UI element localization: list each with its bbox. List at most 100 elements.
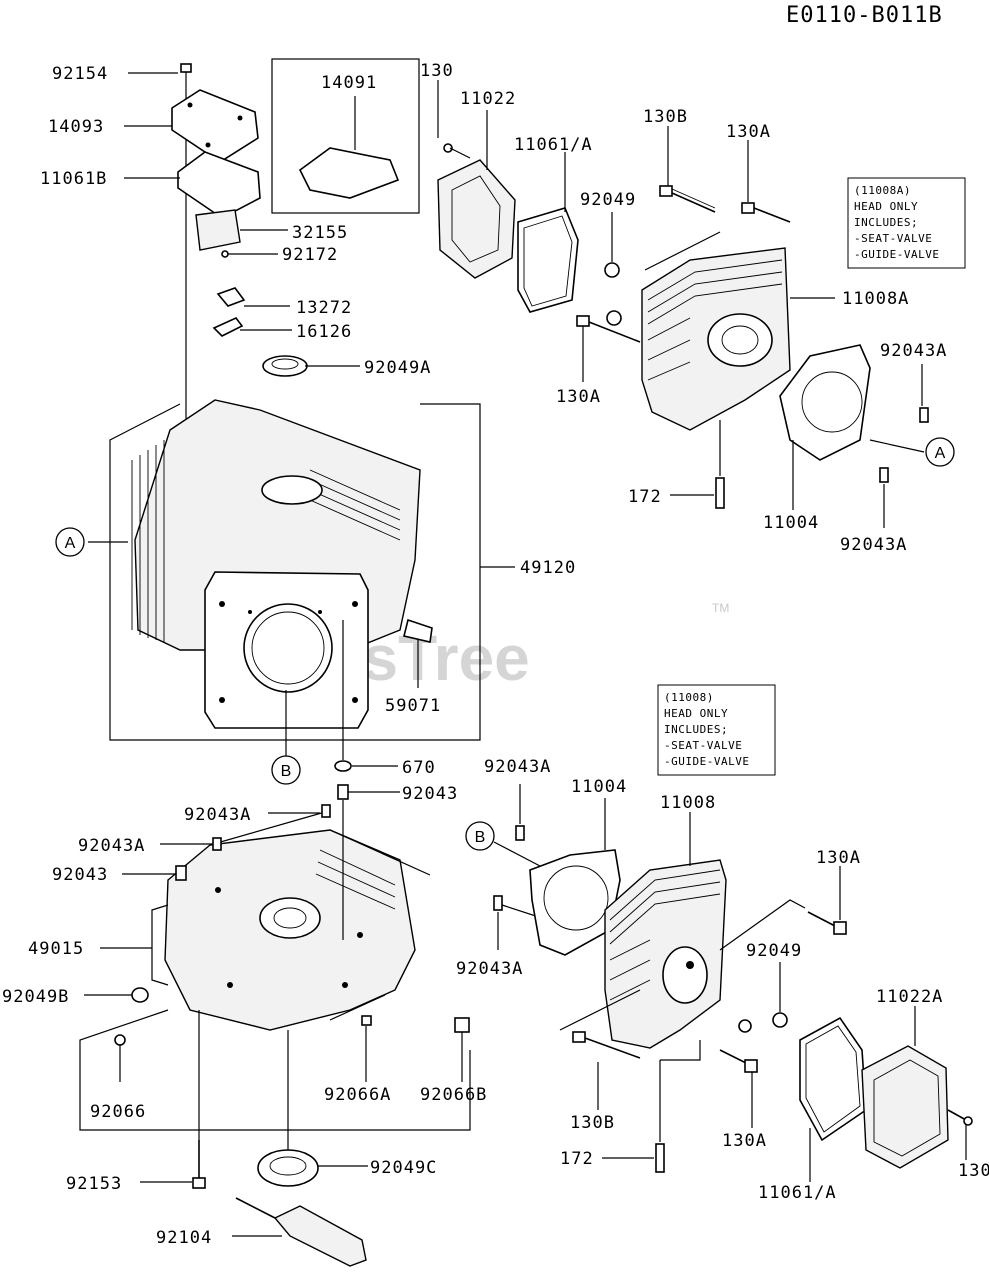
svg-text:-SEAT-VALVE: -SEAT-VALVE (854, 232, 932, 245)
svg-text:-GUIDE-VALVE: -GUIDE-VALVE (664, 755, 749, 768)
screw-92172[interactable] (221, 250, 229, 258)
pin-92043a-d[interactable] (493, 895, 503, 911)
plug-92066a[interactable] (361, 1015, 372, 1026)
gasket-11004-top[interactable] (779, 344, 871, 461)
label-11004-bot: 11004 (571, 777, 627, 797)
svg-text:-GUIDE-VALVE: -GUIDE-VALVE (854, 248, 939, 261)
gasket-11061b[interactable] (177, 151, 261, 219)
gasket-11061a-top[interactable] (517, 207, 579, 313)
stud-172-top[interactable] (715, 477, 725, 509)
label-670: 670 (402, 758, 436, 778)
label-49015: 49015 (28, 939, 84, 959)
svg-text:B: B (281, 763, 292, 780)
bolt-92153[interactable] (192, 1140, 206, 1189)
label-92043a-c: 92043A (484, 757, 551, 777)
label-92153: 92153 (66, 1174, 122, 1194)
gasket-11004-bot[interactable] (529, 849, 621, 956)
label-130a-bot1: 130A (816, 848, 861, 868)
svg-text:(11008): (11008) (664, 691, 714, 704)
pin-92043a-r1[interactable] (919, 407, 929, 423)
gasket-11061a-bot[interactable] (799, 1016, 867, 1142)
bolts-130b-130a-top[interactable] (659, 185, 791, 223)
callout-a-left (55, 527, 85, 557)
label-92049-bot: 92049 (746, 941, 802, 961)
label-92043a-d: 92043A (456, 959, 523, 979)
label-49120: 49120 (520, 558, 576, 578)
label-130a-bot2: 130A (722, 1131, 767, 1151)
callout-b-left (271, 755, 301, 785)
label-92043-b: 92043 (52, 865, 108, 885)
seal-92049c[interactable] (257, 1149, 319, 1187)
pin-92043a-a[interactable] (321, 804, 331, 818)
label-11061a-top: 11061/A (514, 135, 593, 155)
bolt-92154[interactable] (180, 63, 192, 73)
label-11008: 11008 (660, 793, 716, 813)
bolt-130a-bot2[interactable] (719, 1049, 758, 1073)
label-92043a-r2: 92043A (840, 535, 907, 555)
label-11022: 11022 (460, 89, 516, 109)
oring-670[interactable] (334, 760, 352, 772)
pin-92043a-r2[interactable] (879, 467, 889, 483)
bolt-130a-bot1[interactable] (807, 911, 847, 935)
bolt-130-bot[interactable] (947, 1109, 973, 1126)
breather-cover-group (171, 63, 308, 520)
bracket-13272[interactable] (216, 287, 246, 307)
note-head: (11008) HEAD ONLY INCLUDES; -SEAT-VALVE … (657, 684, 776, 776)
seal-92049b[interactable] (131, 987, 149, 1003)
gasket-14091[interactable] (298, 147, 400, 199)
label-92043a-b: 92043A (78, 836, 145, 856)
plate-16126[interactable] (212, 317, 244, 337)
plug-92066b[interactable] (454, 1017, 470, 1033)
svg-text:-SEAT-VALVE: -SEAT-VALVE (664, 739, 742, 752)
label-92066: 92066 (90, 1102, 146, 1122)
label-11061a-bot: 11061/A (758, 1183, 837, 1203)
plate-32155[interactable] (195, 209, 241, 251)
seal-92049-bot-b[interactable] (738, 1019, 752, 1033)
label-130-bot: 130 (958, 1161, 989, 1181)
note-head-a: (11008A) HEAD ONLY INCLUDES; -SEAT-VALVE… (847, 177, 966, 269)
label-130a-top: 130A (726, 122, 771, 142)
svg-text:A: A (65, 535, 76, 552)
label-130a-mid: 130A (556, 387, 601, 407)
plug-92066[interactable] (114, 1034, 126, 1046)
svg-text:INCLUDES;: INCLUDES; (664, 723, 728, 736)
inset-14091 (271, 58, 420, 214)
crankcase-cover-49015[interactable] (164, 829, 416, 1031)
svg-text:A: A (935, 445, 946, 462)
label-130-top: 130 (420, 61, 454, 81)
pin-92043-a[interactable] (337, 784, 349, 800)
label-32155: 32155 (292, 223, 348, 243)
callout-a-right (925, 437, 955, 467)
stud-172-bot[interactable] (655, 1143, 665, 1173)
watermark-tm: TM (712, 601, 729, 615)
label-11022a: 11022A (876, 987, 943, 1007)
svg-text:HEAD ONLY: HEAD ONLY (854, 200, 918, 213)
cover-14093[interactable] (171, 89, 259, 163)
callout-b-right (465, 821, 495, 851)
sealant-tube-92104[interactable] (235, 1197, 367, 1267)
seal-92049-top[interactable] (604, 262, 620, 278)
label-92043-a: 92043 (402, 784, 458, 804)
label-92043a-r1: 92043A (880, 341, 947, 361)
label-172-top: 172 (628, 487, 662, 507)
pin-92043a-c[interactable] (515, 825, 525, 841)
rocker-cover-11022[interactable] (437, 143, 516, 279)
label-11008a: 11008A (842, 289, 909, 309)
crankcase-49120[interactable] (109, 399, 481, 741)
label-92066a: 92066A (324, 1085, 391, 1105)
pin-92043a-b[interactable] (212, 837, 222, 851)
pin-92043-b[interactable] (175, 865, 187, 881)
label-172-bot: 172 (560, 1149, 594, 1169)
seal-92049-top-b[interactable] (606, 310, 622, 326)
label-92154: 92154 (52, 64, 108, 84)
svg-text:INCLUDES;: INCLUDES; (854, 216, 918, 229)
seal-92049-bot[interactable] (772, 1012, 788, 1028)
label-92049-top: 92049 (580, 190, 636, 210)
cylinder-head-11008[interactable] (604, 859, 727, 1049)
cylinder-head-11008a[interactable] (641, 247, 791, 431)
diagram-code: E0110-B011B (786, 3, 943, 28)
rocker-cover-11022a[interactable] (861, 1045, 949, 1169)
label-92049b: 92049B (2, 987, 69, 1007)
bolt-130b-bot[interactable] (572, 1031, 641, 1059)
